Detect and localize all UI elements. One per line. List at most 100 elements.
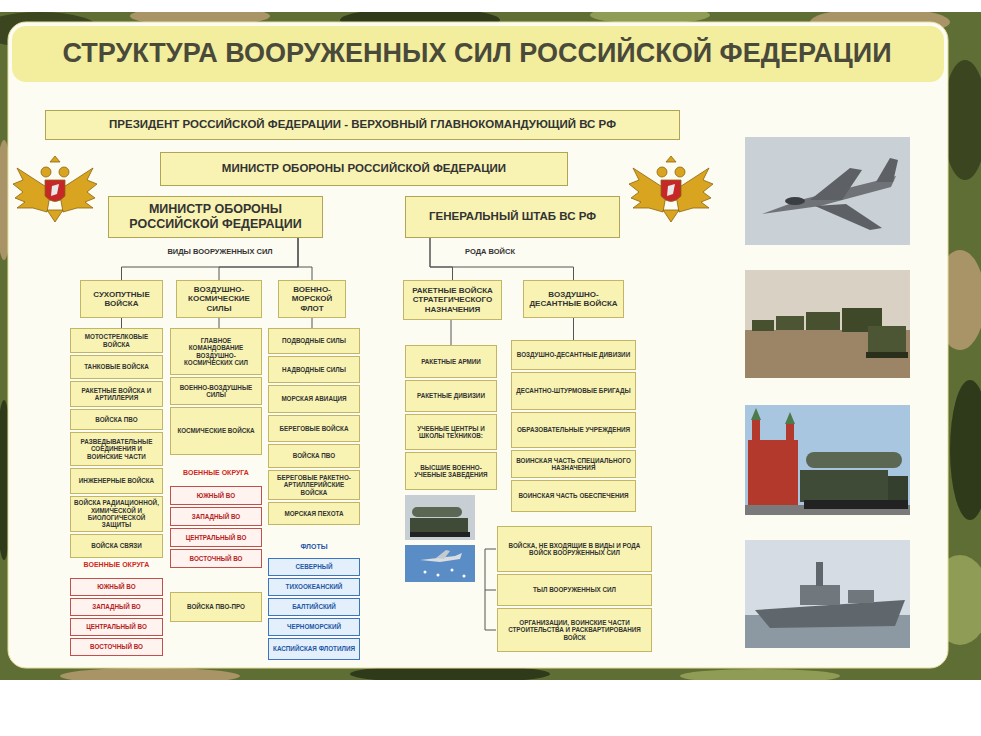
box-text: ВОЗДУШНО-ДЕСАНТНЫЕ ВОЙСКА bbox=[527, 290, 620, 308]
branch-box: ВОЗДУШНО-ДЕСАНТНЫЕ ВОЙСКА bbox=[523, 280, 624, 318]
emblem bbox=[629, 156, 713, 222]
box-text: БЕРЕГОВЫЕ ВОЙСКА bbox=[272, 425, 356, 432]
parachute bbox=[451, 569, 454, 572]
box-text: БЕРЕГОВЫЕ РАКЕТНО-АРТИЛЛЕРИЙСКИЕ ВОЙСКА bbox=[272, 474, 356, 496]
unit-box: РАКЕТНЫЕ ВОЙСКА И АРТИЛЛЕРИЯ bbox=[70, 381, 163, 407]
box-text: МИНИСТР ОБОРОНЫ РОССИЙСКОЙ ФЕДЕРАЦИИ bbox=[123, 202, 308, 232]
box-text: ВОЙСКА ПВО bbox=[74, 416, 159, 423]
aircraft-wing bbox=[436, 550, 450, 559]
district-box: ЗАПАДНЫЙ ВО bbox=[170, 507, 262, 526]
unit-box: ВОИНСКАЯ ЧАСТЬ СПЕЦИАЛЬНОГО НАЗНАЧЕНИЯ bbox=[511, 450, 636, 478]
section-label: ВОЕННЫЕ ОКРУГА bbox=[170, 469, 262, 477]
box-text: ВОИНСКАЯ ЧАСТЬ ОБЕСПЕЧЕНИЯ bbox=[515, 492, 632, 499]
sky bbox=[405, 545, 475, 582]
unit-box: ВОЙСКА ПВО-ПРО bbox=[170, 592, 262, 622]
photo-armour bbox=[745, 270, 910, 378]
command-box: МИНИСТР ОБОРОНЫ РОССИЙСКОЙ ФЕДЕРАЦИИ bbox=[108, 196, 323, 238]
box-text: ВОЙСКА РАДИАЦИОННОЙ, ХИМИЧЕСКОЙ И БИОЛОГ… bbox=[74, 499, 159, 529]
connector-line bbox=[219, 318, 220, 328]
connector-line bbox=[451, 320, 452, 345]
branch-box: РАКЕТНЫЕ ВОЙСКА СТРАТЕГИЧЕСКОГО НАЗНАЧЕН… bbox=[403, 280, 502, 320]
section-label: ФЛОТЫ bbox=[268, 543, 360, 551]
box-text: ТАНКОВЫЕ ВОЙСКА bbox=[74, 363, 159, 370]
tower bbox=[752, 420, 760, 440]
unit-box: ТЫЛ ВООРУЖЕННЫХ СИЛ bbox=[497, 574, 652, 606]
photo-jet bbox=[745, 137, 910, 245]
box-text: ВОЕННО-МОРСКОЙ ФЛОТ bbox=[282, 285, 342, 313]
vehicle bbox=[806, 312, 840, 330]
box-text: ЮЖНЫЙ ВО bbox=[174, 492, 258, 499]
unit-box: КОСМИЧЕСКИЕ ВОЙСКА bbox=[170, 407, 262, 455]
section-label: РОДА ВОЙСК bbox=[455, 247, 525, 256]
district-box: ВОСТОЧНЫЙ ВО bbox=[70, 638, 163, 656]
connector-line bbox=[430, 238, 453, 280]
unit-box: ПОДВОДНЫЕ СИЛЫ bbox=[268, 328, 360, 354]
box-text: ЦЕНТРАЛЬНЫЙ ВО bbox=[174, 534, 258, 541]
photo-red-square bbox=[745, 405, 910, 515]
box-text: КАСПИЙСКАЯ ФЛОТИЛИЯ bbox=[272, 645, 356, 652]
box-text: РАКЕТНЫЕ ДИВИЗИИ bbox=[409, 392, 493, 399]
vehicle bbox=[868, 326, 906, 356]
fleet-box: ЧЕРНОМОРСКИЙ bbox=[268, 618, 360, 636]
emblem bbox=[13, 156, 97, 222]
box-text: КОСМИЧЕСКИЕ ВОЙСКА bbox=[174, 427, 258, 434]
unit-box: ВОЙСКА СВЯЗИ bbox=[70, 534, 163, 558]
command-box: МИНИСТР ОБОРОНЫ РОССИЙСКОЙ ФЕДЕРАЦИИ bbox=[160, 152, 568, 186]
unit-box: ВОЙСКА, НЕ ВХОДЯЩИЕ В ВИДЫ И РОДА ВОЙСК … bbox=[497, 526, 652, 572]
box-text: ГЕНЕРАЛЬНЫЙ ШТАБ ВС РФ bbox=[414, 210, 611, 224]
box-text: ВОЙСКА СВЯЗИ bbox=[74, 542, 159, 549]
box-text: ДЕСАНТНО-ШТУРМОВЫЕ БРИГАДЫ bbox=[515, 387, 632, 394]
box-text: ОРГАНИЗАЦИИ, ВОИНСКИЕ ЧАСТИ СТРОИТЕЛЬСТВ… bbox=[501, 619, 648, 641]
district-box: ЗАПАДНЫЙ ВО bbox=[70, 598, 163, 616]
box-text: ВОСТОЧНЫЙ ВО bbox=[74, 643, 159, 650]
fleet-box: ТИХООКЕАНСКИЙ bbox=[268, 578, 360, 596]
tower-roof bbox=[751, 408, 761, 420]
box-text: ВОЙСКА ПВО bbox=[272, 452, 356, 459]
unit-box: ТАНКОВЫЕ ВОЙСКА bbox=[70, 355, 163, 379]
command-box: ГЕНЕРАЛЬНЫЙ ШТАБ ВС РФ bbox=[405, 196, 620, 238]
command-box: ПРЕЗИДЕНТ РОССИЙСКОЙ ФЕДЕРАЦИИ - ВЕРХОВН… bbox=[45, 110, 680, 140]
title-band bbox=[12, 26, 944, 82]
box-text: ВОЙСКА, НЕ ВХОДЯЩИЕ В ВИДЫ И РОДА ВОЙСК … bbox=[501, 542, 648, 557]
box-text: ВОЕННО-ВОЗДУШНЫЕ СИЛЫ bbox=[174, 384, 258, 399]
branch-box: ВОЗДУШНО-КОСМИЧЕСКИЕ СИЛЫ bbox=[176, 280, 262, 318]
sky bbox=[745, 405, 910, 515]
vehicle bbox=[776, 316, 804, 330]
unit-box: ДЕСАНТНО-ШТУРМОВЫЕ БРИГАДЫ bbox=[511, 372, 636, 410]
unit-box: РАЗВЕДЫВАТЕЛЬНЫЕ СОЕДИНЕНИЯ И ВОИНСКИЕ Ч… bbox=[70, 432, 163, 466]
unit-box: БЕРЕГОВЫЕ ВОЙСКА bbox=[268, 415, 360, 442]
box-text: РАКЕТНЫЕ ВОЙСКА СТРАТЕГИЧЕСКОГО НАЗНАЧЕН… bbox=[407, 286, 498, 314]
box-text: ВОЗДУШНО-КОСМИЧЕСКИЕ СИЛЫ bbox=[180, 285, 258, 313]
photo-missile-truck bbox=[405, 495, 475, 540]
unit-box: ВОЙСКА ПВО bbox=[70, 409, 163, 430]
unit-box: РАКЕТНЫЕ ДИВИЗИИ bbox=[405, 380, 497, 412]
box-text: ВОЗДУШНО-ДЕСАНТНЫЕ ДИВИЗИИ bbox=[515, 351, 632, 358]
jet-wing bbox=[810, 168, 862, 200]
box-text: УЧЕБНЫЕ ЦЕНТРЫ И ШКОЛЫ ТЕХНИКОВ: bbox=[409, 425, 493, 440]
unit-box: МОТОСТРЕЛКОВЫЕ ВОЙСКА bbox=[70, 328, 163, 353]
connector-line bbox=[122, 238, 299, 280]
poster-panel bbox=[8, 22, 948, 668]
camo-blob bbox=[680, 669, 840, 680]
connector-line bbox=[312, 318, 313, 328]
box-text: СЕВЕРНЫЙ bbox=[272, 563, 356, 570]
tower bbox=[786, 424, 794, 440]
box-text: ПОДВОДНЫЕ СИЛЫ bbox=[272, 337, 356, 344]
camo-blob bbox=[950, 380, 981, 520]
parachute bbox=[437, 574, 440, 577]
missile bbox=[412, 507, 462, 517]
box-text: ЗАПАДНЫЙ ВО bbox=[74, 603, 159, 610]
unit-box: ИНЖЕНЕРНЫЕ ВОЙСКА bbox=[70, 468, 163, 494]
unit-box: ОРГАНИЗАЦИИ, ВОИНСКИЕ ЧАСТИ СТРОИТЕЛЬСТВ… bbox=[497, 608, 652, 652]
museum-building bbox=[748, 440, 798, 515]
fleet-box: СЕВЕРНЫЙ bbox=[268, 558, 360, 576]
box-text: ГЛАВНОЕ КОМАНДОВАНИЕ ВОЗДУШНО-КОСМИЧЕСКИ… bbox=[174, 337, 258, 367]
box-text: ОБРАЗОВАТЕЛЬНЫЕ УЧРЕЖДЕНИЯ bbox=[515, 426, 632, 433]
section-label: ВОЕННЫЕ ОКРУГА bbox=[70, 561, 163, 569]
connector-line bbox=[298, 238, 312, 280]
ship-superstructure bbox=[848, 590, 874, 603]
camouflage-border bbox=[0, 12, 981, 680]
tower-roof bbox=[785, 412, 795, 424]
ship-mast bbox=[816, 562, 823, 586]
